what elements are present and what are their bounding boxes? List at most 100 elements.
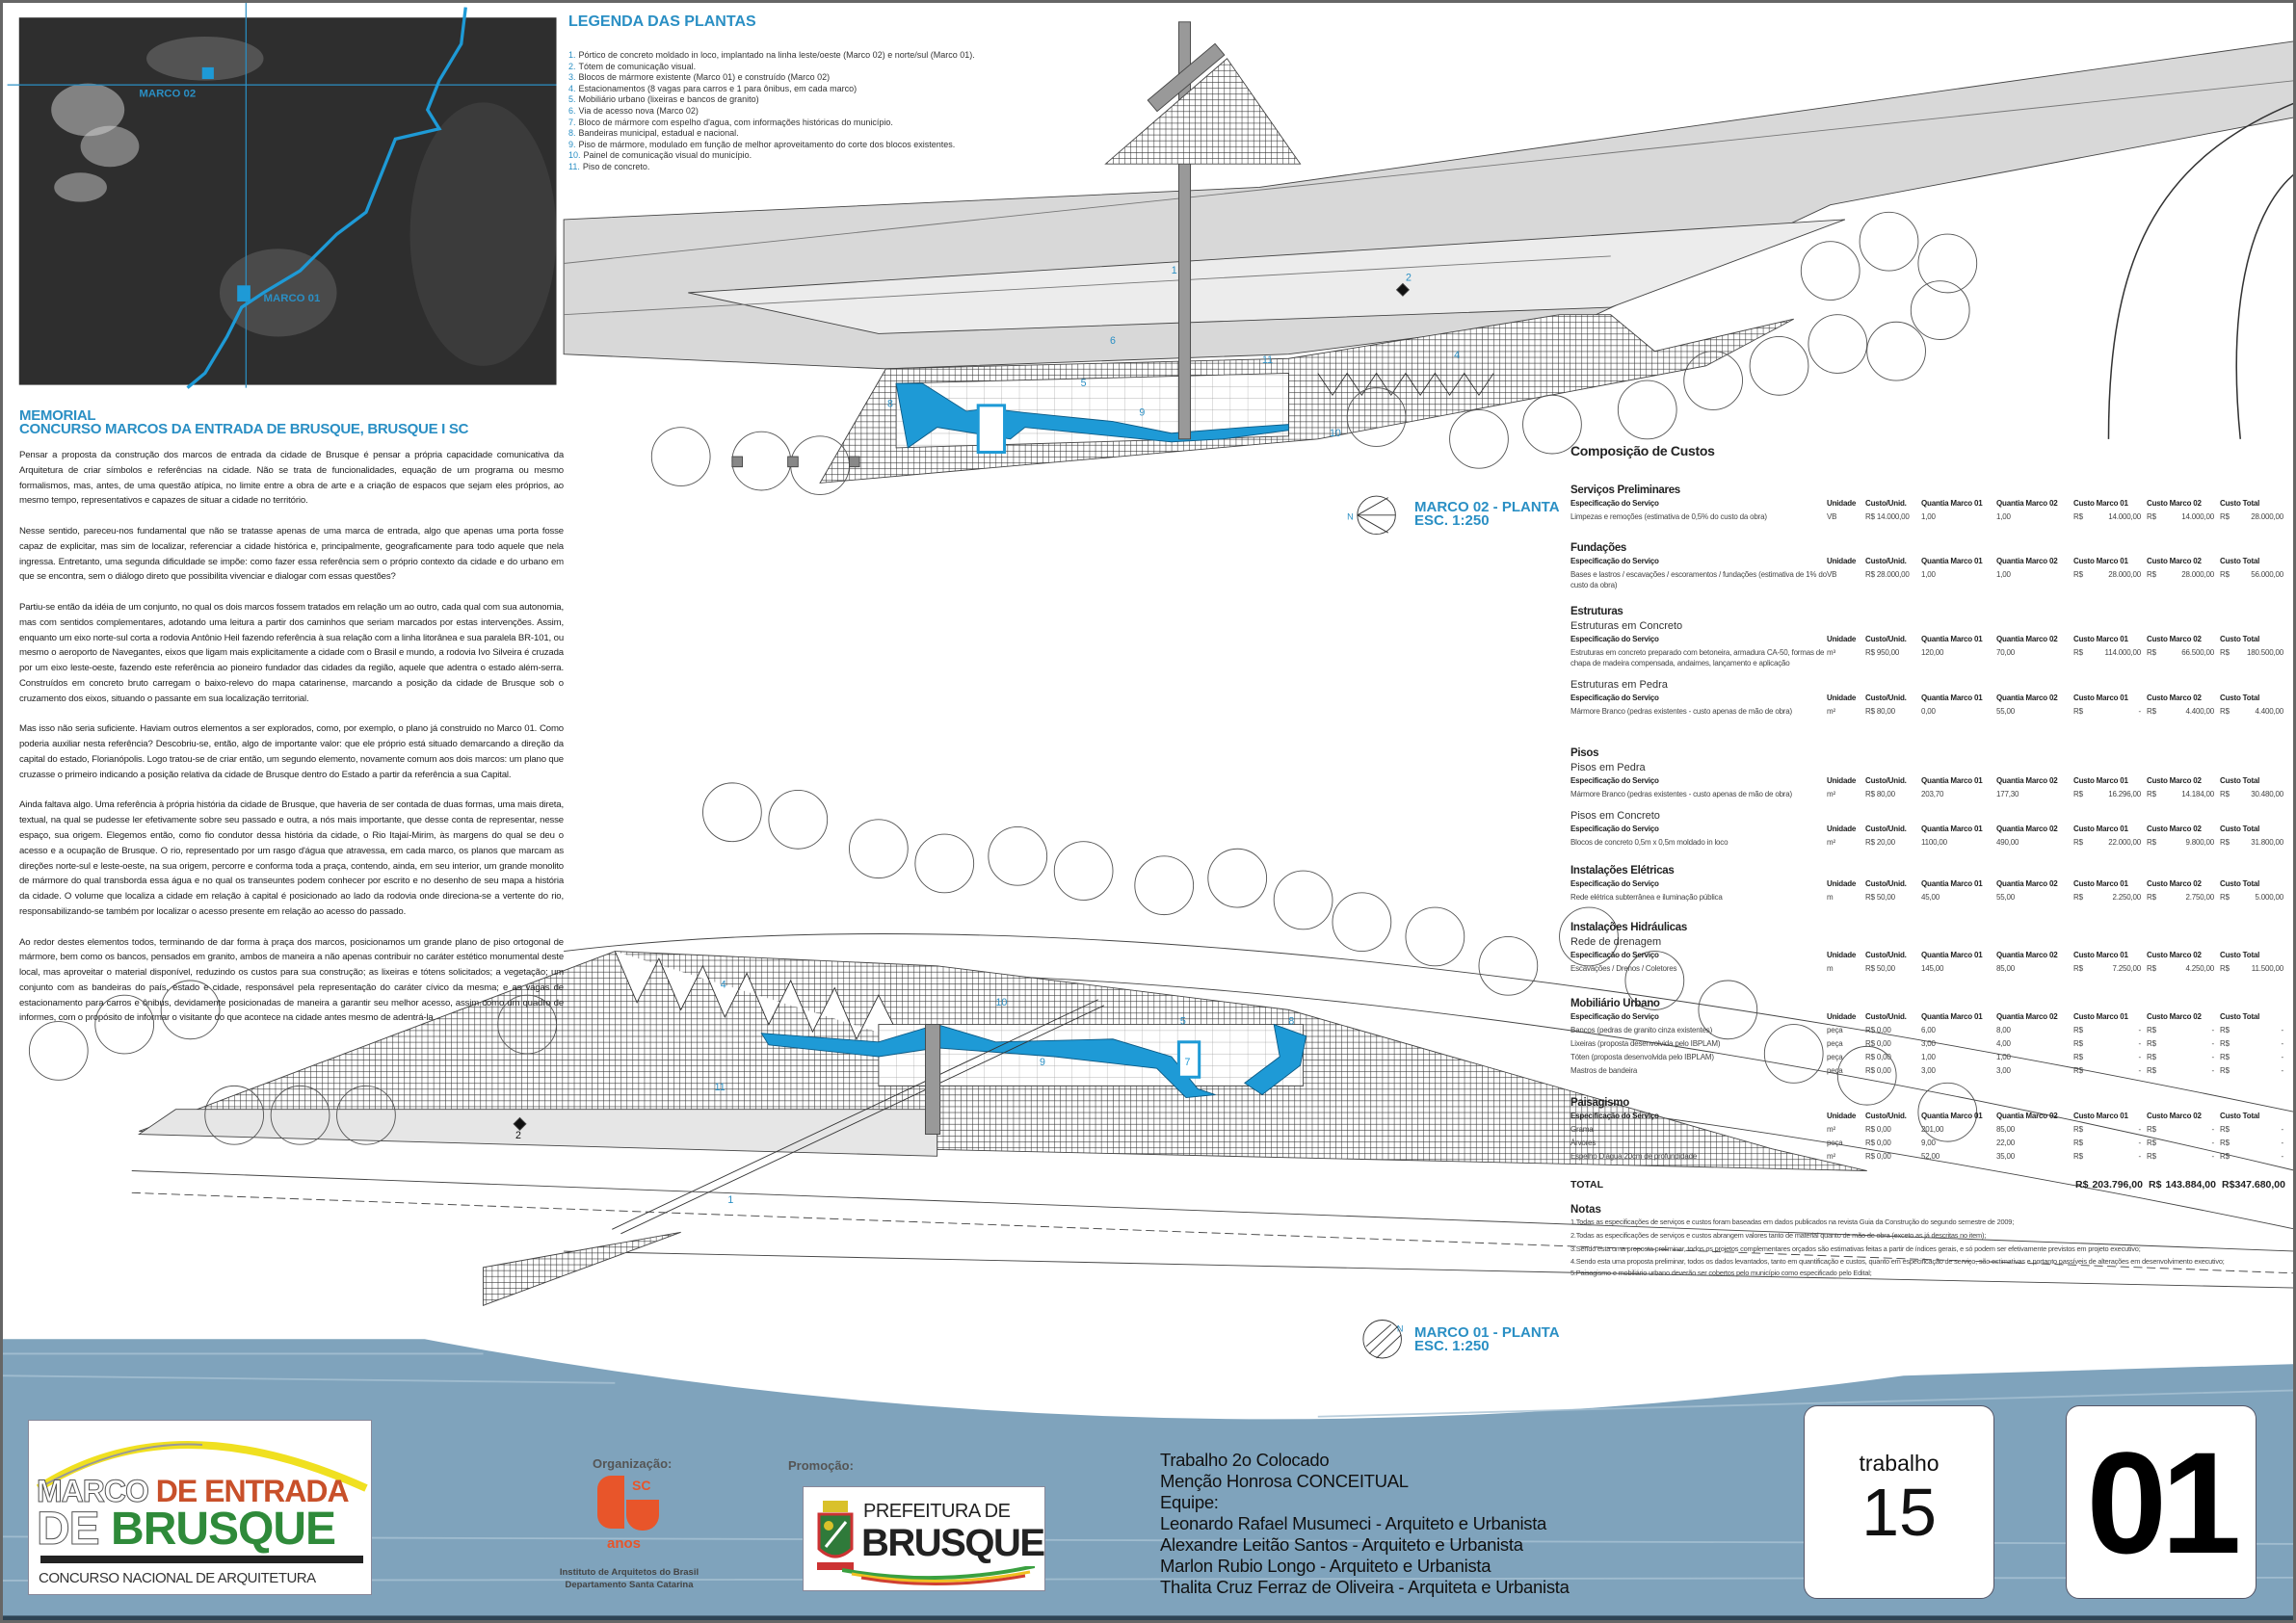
column-header: Custo/Unid.	[1865, 557, 1907, 565]
cost-cell: R$-	[2220, 1124, 2289, 1135]
cost-cell: R$28.000,00	[2147, 569, 2220, 590]
legend-number: 9.	[568, 139, 576, 149]
column-header: Custo/Unid.	[1865, 1012, 1907, 1021]
table-cell: VB	[1827, 512, 1837, 521]
plan-label: 10	[995, 997, 1007, 1008]
column-header: Quantia Marco 01	[1921, 557, 1983, 565]
legend-number: 10.	[568, 150, 581, 161]
currency: R$	[2220, 838, 2230, 847]
table-cell: R$ 950,00	[1865, 648, 1900, 657]
cost-value: -	[2138, 1039, 2142, 1048]
column-header: Custo Marco 01	[2073, 776, 2128, 785]
currency: R$	[2073, 838, 2083, 847]
currency: R$	[2073, 893, 2083, 902]
currency: R$	[2220, 1053, 2230, 1061]
legend-text: Piso de concreto.	[582, 161, 650, 171]
column-header: Unidade	[1827, 694, 1857, 702]
column-header: Custo/Unid.	[1865, 635, 1907, 643]
iab-caption: Instituto de Arquitetos do Brasil Depart…	[552, 1566, 706, 1591]
memorial-paragraph: Partiu-se então da idéia de um conjunto,…	[19, 601, 564, 704]
currency: R$	[2073, 1039, 2083, 1048]
column-header: Quantia Marco 01	[1921, 825, 1983, 833]
cost-value: 7.250,00	[2112, 964, 2141, 973]
section-title: Fundações	[1570, 542, 1627, 554]
table-cell: 6,00	[1921, 1026, 1936, 1034]
cost-cell: R$14.000,00	[2147, 511, 2220, 522]
plan-label: 11	[715, 1082, 726, 1093]
table-cell: R$ 80,00	[1865, 707, 1895, 716]
table-cell: 1,00	[1921, 512, 1936, 521]
table-cell: 1,00	[1996, 512, 2011, 521]
cost-value: 5.000,00	[2255, 893, 2283, 902]
cost-value: 4.400,00	[2255, 707, 2283, 716]
plan-label: 7	[989, 419, 994, 431]
prefeitura-line1: PREFEITURA DE	[863, 1501, 1011, 1522]
subsection-title: Rede de drenagem	[1570, 936, 1662, 948]
column-header: Unidade	[1827, 825, 1857, 833]
plan-label: 8	[887, 398, 893, 409]
notes-title: Notas	[1570, 1204, 1601, 1216]
currency: R$	[2073, 964, 2083, 973]
cost-cell: R$-	[2073, 1065, 2147, 1076]
plan-label: 4	[721, 980, 726, 991]
table-cell: R$ 0,00	[1865, 1053, 1891, 1061]
currency: R$	[2073, 707, 2083, 716]
legend-text: Pórtico de concreto moldado in loco, imp…	[578, 50, 975, 60]
legend-text: Blocos de mármore existente (Marco 01) e…	[578, 72, 831, 83]
currency: R$	[2220, 1125, 2230, 1134]
cost-cell: R$-	[2073, 1138, 2147, 1148]
cost-value: 56.000,00	[2251, 570, 2283, 579]
legend-item: 8.Bandeiras municipal, estadual e nacion…	[568, 128, 1069, 140]
column-header: Custo Total	[2220, 635, 2260, 643]
table-row: Mármore Branco (pedras existentes - cust…	[1570, 789, 2289, 799]
currency: R$	[2147, 1039, 2156, 1048]
table-cell: 203,70	[1921, 790, 1944, 798]
total-value: 347.680,00	[2234, 1179, 2285, 1191]
table-cell: Árvores	[1570, 1139, 1597, 1147]
cost-cell: R$-	[2147, 1124, 2220, 1135]
currency: R$	[2220, 964, 2230, 973]
prefeitura-line2: BRUSQUE	[861, 1522, 1045, 1564]
table-cell: Grama	[1570, 1125, 1594, 1134]
note-item: 2.Todas as especificações de serviços e …	[1570, 1231, 1987, 1240]
team-line: Leonardo Rafael Musumeci - Arquiteto e U…	[1160, 1513, 1547, 1533]
table-cell: Bases e lastros / escavações / escoramen…	[1570, 570, 1827, 589]
table-cell: m	[1827, 893, 1834, 902]
note-item: 5.Paisagismo e mobiliário urbano deverão…	[1570, 1269, 1872, 1277]
cost-cell: R$4.250,00	[2147, 963, 2220, 974]
table-cell: 3,00	[1921, 1066, 1936, 1075]
cost-cell: R$4.400,00	[2147, 706, 2220, 717]
table-cell: 0,00	[1921, 707, 1936, 716]
column-header: Custo Marco 01	[2073, 879, 2128, 888]
currency: R$	[2073, 790, 2083, 798]
column-header: Quantia Marco 01	[1921, 879, 1983, 888]
column-header: Especificação do Serviço	[1570, 557, 1659, 565]
subsection-title: Pisos em Pedra	[1570, 762, 1646, 773]
plan-label: 10	[1330, 428, 1341, 439]
north-label: N	[1347, 511, 1354, 521]
table-cell: 1,00	[1996, 1053, 2011, 1061]
cost-cell: R$-	[2147, 1151, 2220, 1162]
section-title: Instalações Hidráulicas	[1570, 922, 1687, 933]
column-header: Quantia Marco 01	[1921, 1012, 1983, 1021]
team-line: Alexandre Leitão Santos - Arquiteto e Ur…	[1160, 1534, 1523, 1555]
board-number: 01	[2086, 1422, 2242, 1584]
table-cell: Lixeiras (proposta desenvolvida pelo IBP…	[1570, 1039, 1721, 1048]
table-cell: R$ 0,00	[1865, 1039, 1891, 1048]
table-cell: m²	[1827, 707, 1835, 716]
table-cell: R$ 50,00	[1865, 893, 1895, 902]
table-cell: Mármore Branco (pedras existentes - cust…	[1570, 790, 1792, 798]
table-cell: 8,00	[1996, 1026, 2011, 1034]
plan-label: 2	[515, 1130, 521, 1141]
column-header: Quantia Marco 02	[1996, 1112, 2058, 1120]
team-line: Equipe:	[1160, 1492, 1219, 1512]
cost-value: -	[2211, 1053, 2215, 1061]
legend-text: Painel de comunicação visual do municípi…	[583, 150, 752, 161]
legend-item: 9.Piso de mármore, modulado em função de…	[568, 140, 1069, 151]
memorial-body: Pensar a proposta da construção dos marc…	[19, 448, 564, 1026]
cost-cell: R$28.000,00	[2073, 569, 2147, 590]
